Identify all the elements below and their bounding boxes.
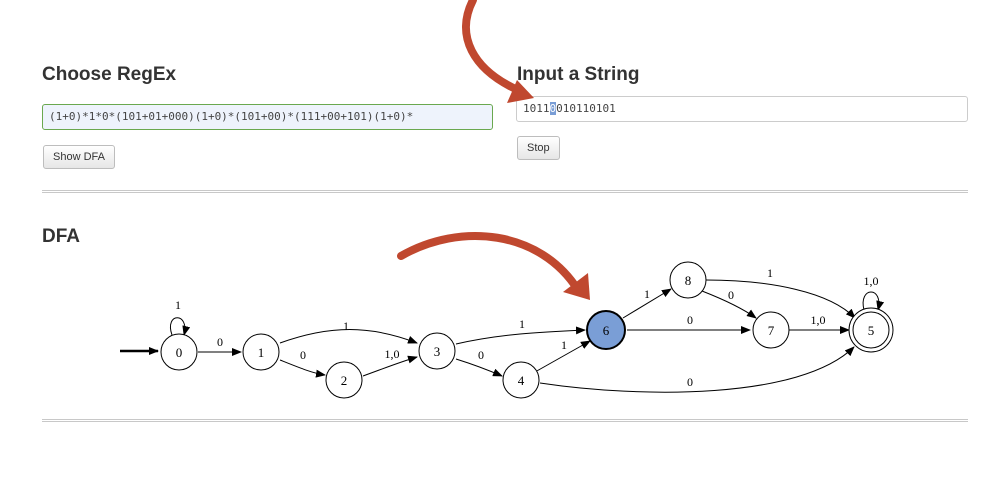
- svg-text:6: 6: [603, 323, 610, 338]
- edge-0-0: [170, 317, 191, 336]
- edge-8-5: [705, 279, 856, 319]
- section-divider-top: [42, 190, 968, 193]
- input-string-consumed: 1011: [523, 102, 550, 115]
- state-6-active: 6: [586, 310, 626, 350]
- edge-3-4: [455, 358, 503, 377]
- dfa-heading: DFA: [42, 226, 80, 247]
- edge-7-5-label: 1,0: [811, 313, 826, 327]
- edge-1-2-label: 0: [300, 348, 306, 362]
- state-7: 7: [752, 311, 790, 349]
- state-8: 8: [669, 261, 707, 299]
- edge-3-4-label: 0: [478, 348, 484, 362]
- edge-1-2: [279, 359, 326, 378]
- state-4: 4: [502, 361, 540, 399]
- edge-2-3-label: 1,0: [385, 347, 400, 361]
- edge-3-6: [455, 326, 586, 345]
- input-string-heading: Input a String: [517, 64, 640, 85]
- state-3: 3: [418, 332, 456, 370]
- section-divider-bottom: [42, 419, 968, 422]
- edge-0-0-label: 1: [175, 298, 181, 312]
- edge-8-7: [701, 290, 757, 319]
- state-5-accept: 5: [848, 307, 894, 353]
- edge-4-5: [539, 346, 855, 393]
- edge-4-5-label: 0: [687, 375, 693, 389]
- svg-text:8: 8: [685, 273, 692, 288]
- state-2: 2: [325, 361, 363, 399]
- input-string-current-char: 0: [549, 102, 557, 115]
- edge-6-7-label: 0: [687, 313, 693, 327]
- regex-input[interactable]: (1+0)*1*0*(101+01+000)(1+0)*(101+00)*(11…: [42, 104, 493, 130]
- input-string-remaining: 010110101: [556, 102, 616, 115]
- svg-text:3: 3: [434, 344, 441, 359]
- edge-4-6: [534, 340, 591, 373]
- stop-button[interactable]: Stop: [517, 136, 560, 160]
- annotation-arrow-diagram: [397, 232, 590, 300]
- svg-text:0: 0: [176, 345, 183, 360]
- edge-0-1-label: 0: [217, 335, 223, 349]
- edge-3-6-label: 1: [519, 317, 525, 331]
- svg-text:7: 7: [768, 323, 775, 338]
- edge-8-5-label: 1: [767, 266, 773, 280]
- annotation-arrow-input: [462, 0, 534, 103]
- edge-2-3: [362, 355, 418, 377]
- input-string-field[interactable]: 10110010110101: [516, 96, 968, 122]
- edge-6-8: [622, 288, 672, 319]
- state-0: 0: [160, 333, 198, 371]
- svg-text:1: 1: [258, 345, 265, 360]
- show-dfa-button[interactable]: Show DFA: [43, 145, 115, 169]
- edge-1-3-label: 1: [343, 319, 349, 333]
- svg-text:5: 5: [868, 323, 875, 338]
- edge-1-3: [279, 329, 418, 344]
- state-1: 1: [242, 333, 280, 371]
- svg-text:4: 4: [518, 373, 525, 388]
- regex-heading: Choose RegEx: [42, 64, 177, 85]
- edge-8-7-label: 0: [728, 288, 734, 302]
- edge-6-8-label: 1: [644, 287, 650, 301]
- svg-text:2: 2: [341, 373, 348, 388]
- edge-4-6-label: 1: [561, 338, 567, 352]
- edge-5-5-label: 1,0: [864, 274, 879, 288]
- edge-5-5: [862, 291, 885, 311]
